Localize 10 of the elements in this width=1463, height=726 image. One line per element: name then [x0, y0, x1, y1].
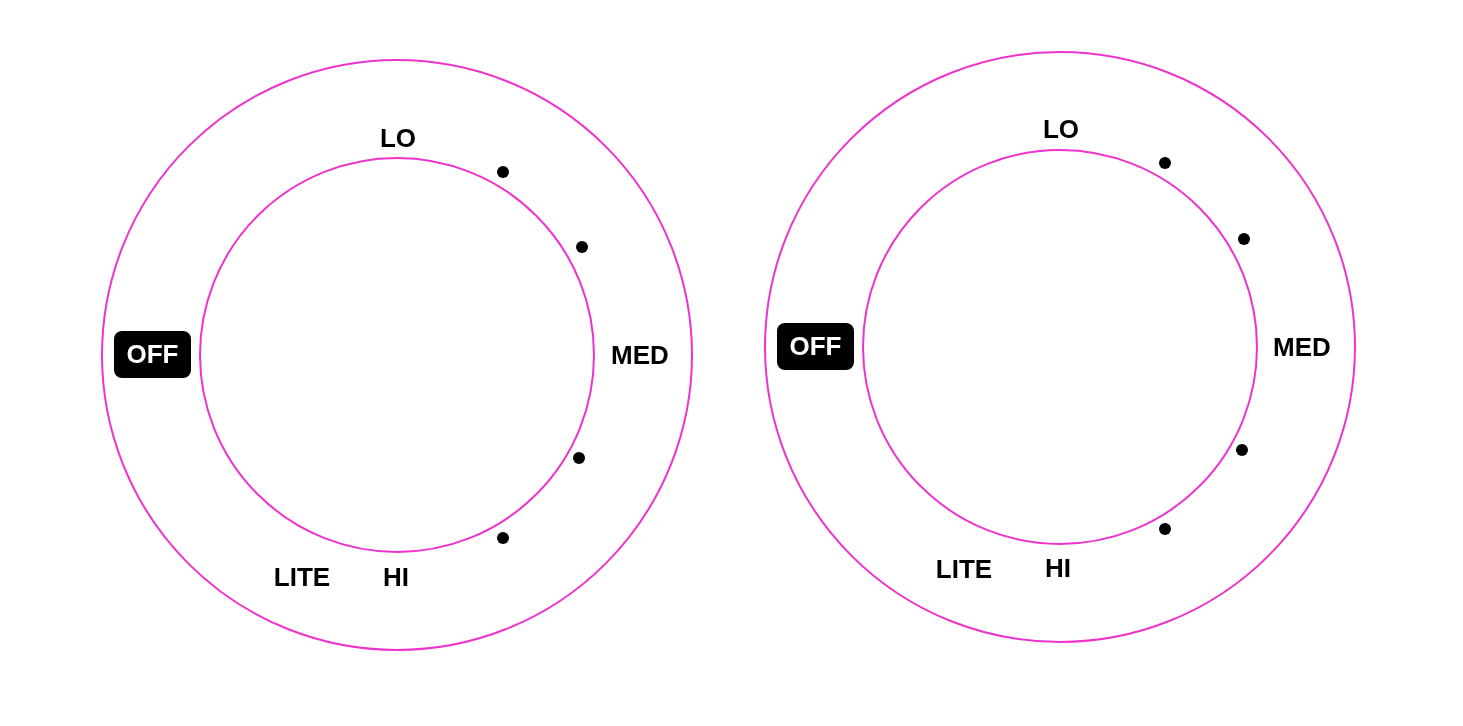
setting-label: LO	[1042, 116, 1080, 142]
setting-label: MED	[611, 342, 669, 368]
setting-label: HI	[383, 564, 409, 590]
setting-badge: OFF	[114, 331, 191, 378]
setting-label: LO	[379, 125, 417, 151]
setting-label: LITE	[935, 556, 993, 582]
setting-label: HI	[1045, 555, 1071, 581]
setting-label: MED	[1273, 334, 1331, 360]
setting-badge: OFF	[777, 323, 854, 370]
setting-label: LITE	[273, 564, 331, 590]
